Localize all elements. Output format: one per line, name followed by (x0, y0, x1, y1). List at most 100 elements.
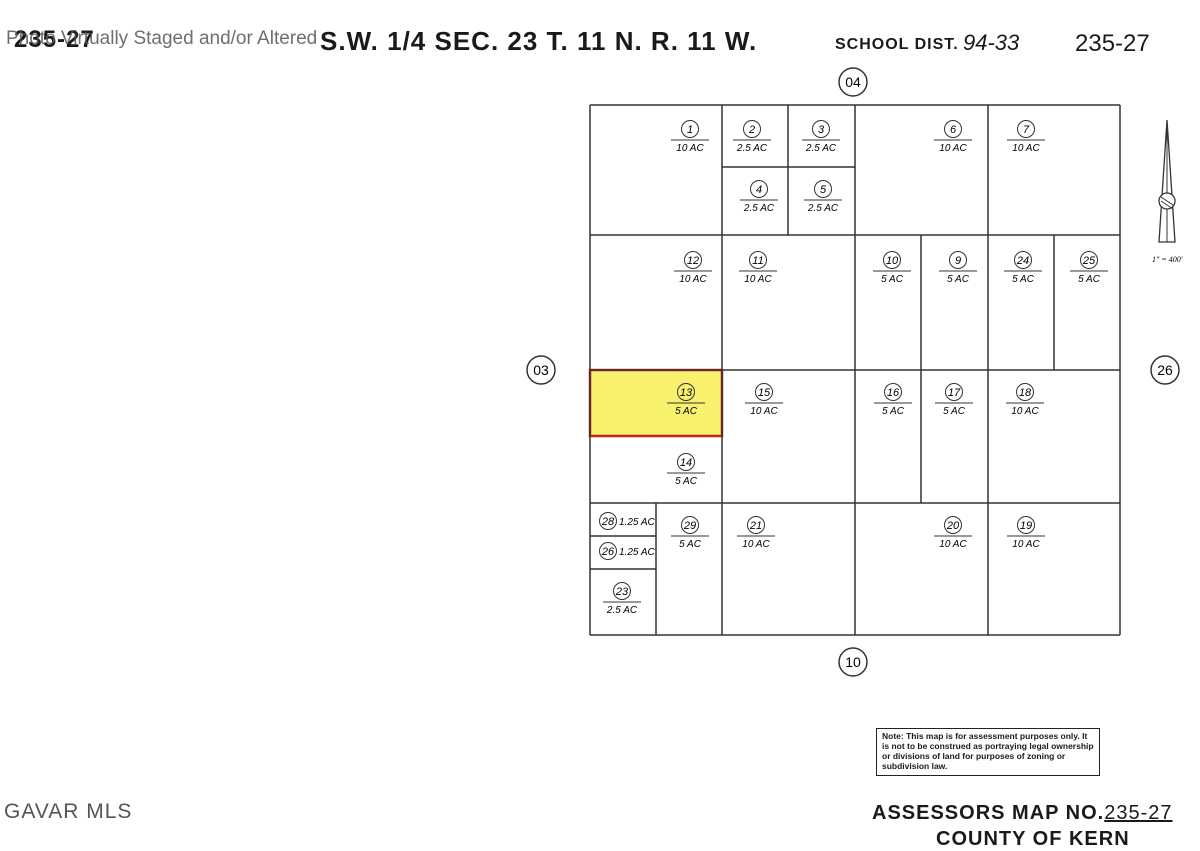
parcel-number-circle (949, 251, 967, 269)
parcel-13: 135 AC (667, 383, 705, 417)
map-id-right: 235-27 (1075, 30, 1150, 57)
parcel-number: 25 (1082, 255, 1096, 267)
parcel-acreage: 5 AC (679, 539, 702, 550)
adjacent-map-number: 04 (845, 74, 861, 90)
parcel-number: 10 (886, 255, 899, 267)
parcel-number: 20 (946, 520, 960, 532)
parcel-acreage: 5 AC (1012, 274, 1035, 285)
parcel-acreage: 5 AC (1078, 274, 1101, 285)
north-arrow-icon (1158, 119, 1176, 243)
parcel-number-circle (681, 516, 699, 534)
adjacent-map-circle (1150, 355, 1180, 385)
parcel-acreage: 5 AC (882, 406, 905, 417)
parcel-acreage: 2.5 AC (805, 143, 837, 154)
parcel-4: 4 2.5 AC (740, 180, 778, 214)
parcel-number-circle (599, 542, 617, 560)
parcel-acreage: 2.5 AC (736, 143, 768, 154)
parcel-number-circle (884, 383, 902, 401)
parcel-number-circle (747, 516, 765, 534)
parcel-14: 145 AC (667, 453, 705, 487)
parcel-24: 245 AC (1004, 251, 1042, 285)
parcel-15: 15 10 AC (745, 383, 783, 417)
parcel-number-circle (677, 453, 695, 471)
parcel-acreage: 5 AC (943, 406, 966, 417)
parcel-number: 26 (601, 546, 615, 558)
parcel-number: 4 (756, 184, 762, 196)
parcel-28: 28 1.25 AC (599, 512, 656, 530)
parcel-acreage: 10 AC (1011, 406, 1039, 417)
mls-watermark: GAVAR MLS (4, 800, 133, 823)
parcel-acreage: 5 AC (947, 274, 970, 285)
parcel-26: 26 1.25 AC (599, 542, 656, 560)
adjacent-map-south: 10 (838, 647, 868, 677)
adjacent-map-west: 03 (526, 355, 556, 385)
section-title: S.W. 1/4 SEC. 23 T. 11 N. R. 11 W. (320, 26, 758, 56)
virtual-staging-watermark: Photo Virtually Staged and/or Altered (6, 28, 318, 49)
parcel-number: 16 (887, 387, 900, 399)
parcel-2: 22.5 AC (733, 120, 771, 154)
parcel-acreage: 2.5 AC (743, 203, 775, 214)
parcel-number-circle (684, 251, 702, 269)
parcel-21: 21 10 AC (737, 516, 775, 550)
parcel-acreage: 1.25 AC (619, 547, 656, 558)
assessor-map-value: 235-27 (1104, 802, 1173, 824)
parcel-acreage: 10 AC (676, 143, 704, 154)
parcel-number-circle (944, 120, 962, 138)
parcel-number-circle (599, 512, 617, 530)
parcel-number: 29 (683, 520, 696, 532)
map-id-left: 235-27 (14, 26, 95, 53)
parcel-acreage: 5 AC (675, 406, 698, 417)
parcel-number: 9 (955, 255, 961, 267)
parcel-16: 16 5 AC (874, 383, 912, 417)
parcel-7: 710 AC (1007, 120, 1045, 154)
parcel-acreage: 10 AC (939, 539, 967, 550)
parcel-acreage: 10 AC (750, 406, 778, 417)
parcel-number-circle (1016, 383, 1034, 401)
parcel-acreage: 10 AC (939, 143, 967, 154)
parcel-number: 3 (818, 124, 825, 136)
parcel-number: 15 (758, 387, 771, 399)
adjacent-map-circle (526, 355, 556, 385)
parcel-19: 19 10 AC (1007, 516, 1045, 550)
parcel-number-circle (944, 516, 962, 534)
parcel-acreage: 10 AC (1012, 539, 1040, 550)
parcel-number-circle (1080, 251, 1098, 269)
parcel-number-circle (613, 582, 631, 600)
adjacent-map-circle (838, 647, 868, 677)
parcel-acreage: 10 AC (679, 274, 707, 285)
adjacent-map-east: 26 (1150, 355, 1180, 385)
scale-label: 1" = 400' (1152, 255, 1183, 264)
disclaimer-note: Note: This map is for assessment purpose… (876, 728, 1100, 776)
parcel-23: 232.5 AC (603, 582, 641, 616)
parcel-number-circle (677, 383, 695, 401)
parcel-20: 20 10 AC (934, 516, 972, 550)
adjacent-map-north: 04 (838, 67, 868, 97)
parcel-acreage: 1.25 AC (619, 517, 656, 528)
parcel-number: 21 (749, 520, 762, 532)
parcel-acreage: 10 AC (742, 539, 770, 550)
parcel-5: 52.5 AC (804, 180, 842, 214)
parcel-number-circle (883, 251, 901, 269)
parcel-number-circle (1017, 516, 1035, 534)
parcel-acreage: 5 AC (675, 476, 698, 487)
parcel-number: 11 (752, 255, 763, 267)
parcel-number-circle (755, 383, 773, 401)
parcel-3: 3 2.5 AC (802, 120, 840, 154)
parcel-number-circle (1014, 251, 1032, 269)
adjacent-map-number: 10 (845, 654, 861, 670)
parcel-number: 17 (948, 387, 961, 399)
parcel-10: 105 AC (873, 251, 911, 285)
parcel-number: 7 (1023, 124, 1030, 136)
parcel-number: 28 (601, 516, 615, 528)
parcel-1: 110 AC (671, 120, 709, 154)
parcel-boundaries (589, 104, 1121, 636)
parcel-17: 17 5 AC (935, 383, 973, 417)
parcel-acreage: 2.5 AC (807, 203, 839, 214)
parcel-number-circle (814, 180, 832, 198)
parcel-number: 19 (1020, 520, 1032, 532)
parcel-number-circle (750, 180, 768, 198)
